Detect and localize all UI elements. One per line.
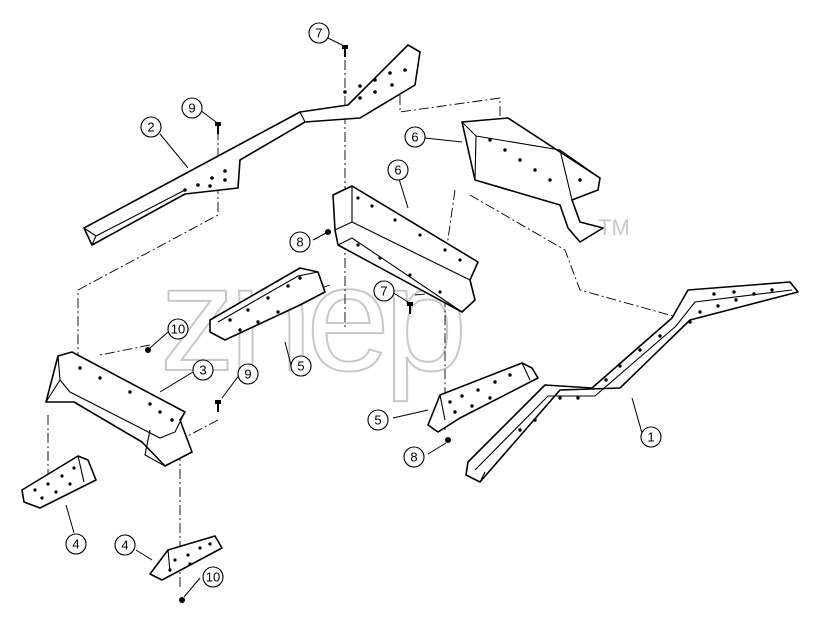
svg-text:6: 6 — [394, 163, 401, 178]
svg-text:3: 3 — [199, 363, 206, 378]
callout-4-lower: 4 — [114, 534, 136, 556]
svg-text:6: 6 — [411, 130, 418, 145]
svg-text:10: 10 — [206, 570, 220, 585]
rail-2-holes — [183, 68, 407, 192]
nut-8-center — [325, 229, 331, 235]
part-5-right-plate — [427, 362, 539, 433]
callout-4-left: 4 — [65, 533, 87, 555]
fasteners — [145, 45, 451, 603]
part-1-lower-rail — [465, 281, 799, 483]
svg-text:4: 4 — [72, 537, 79, 552]
nut-10-center — [145, 347, 151, 353]
bolt-9-top — [215, 122, 221, 134]
svg-text:9: 9 — [188, 101, 195, 116]
part-6-upper-channel — [461, 117, 604, 243]
callout-5-left: 5 — [290, 355, 312, 377]
callout-2: 2 — [140, 116, 162, 138]
callout-9-top: 9 — [181, 97, 203, 119]
callout-6-right: 6 — [404, 126, 426, 148]
nut-8-lower — [445, 437, 451, 443]
svg-text:8: 8 — [410, 450, 417, 465]
svg-text:2: 2 — [147, 120, 154, 135]
nut-10-lower — [179, 597, 185, 603]
callout-7-center: 7 — [373, 280, 395, 302]
callout-1: 1 — [640, 426, 662, 448]
part-3-crossmember — [45, 351, 193, 467]
svg-text:4: 4 — [121, 538, 128, 553]
callout-8-lower: 8 — [403, 446, 425, 468]
part-6-center-channel — [332, 185, 479, 313]
bolt-7-top — [342, 45, 348, 57]
callout-5-right: 5 — [367, 409, 389, 431]
part-4-upper-bracket — [21, 455, 97, 509]
callout-7-top: 7 — [308, 22, 330, 44]
leader-lines — [65, 36, 643, 598]
callout-6-center: 6 — [387, 159, 409, 181]
callout-8-center: 8 — [289, 231, 311, 253]
part-4-lower-bracket — [149, 535, 223, 581]
svg-text:7: 7 — [380, 284, 387, 299]
callout-3: 3 — [192, 359, 214, 381]
callout-9-left: 9 — [237, 363, 259, 385]
bolt-7-center — [407, 302, 413, 314]
bolt-9-left — [215, 400, 221, 412]
svg-text:1: 1 — [647, 430, 654, 445]
svg-text:9: 9 — [244, 367, 251, 382]
svg-text:7: 7 — [315, 26, 322, 41]
callout-10-center: 10 — [167, 318, 189, 340]
part-2-upper-rail — [83, 44, 421, 246]
svg-text:5: 5 — [297, 359, 304, 374]
callout-10-lower: 10 — [202, 566, 224, 588]
callouts: 7 9 2 6 6 8 7 10 3 9 5 5 8 1 4 4 10 — [65, 22, 662, 588]
part-5-left-plate — [209, 267, 326, 341]
svg-text:5: 5 — [374, 413, 381, 428]
svg-text:10: 10 — [171, 322, 185, 337]
svg-text:8: 8 — [296, 235, 303, 250]
